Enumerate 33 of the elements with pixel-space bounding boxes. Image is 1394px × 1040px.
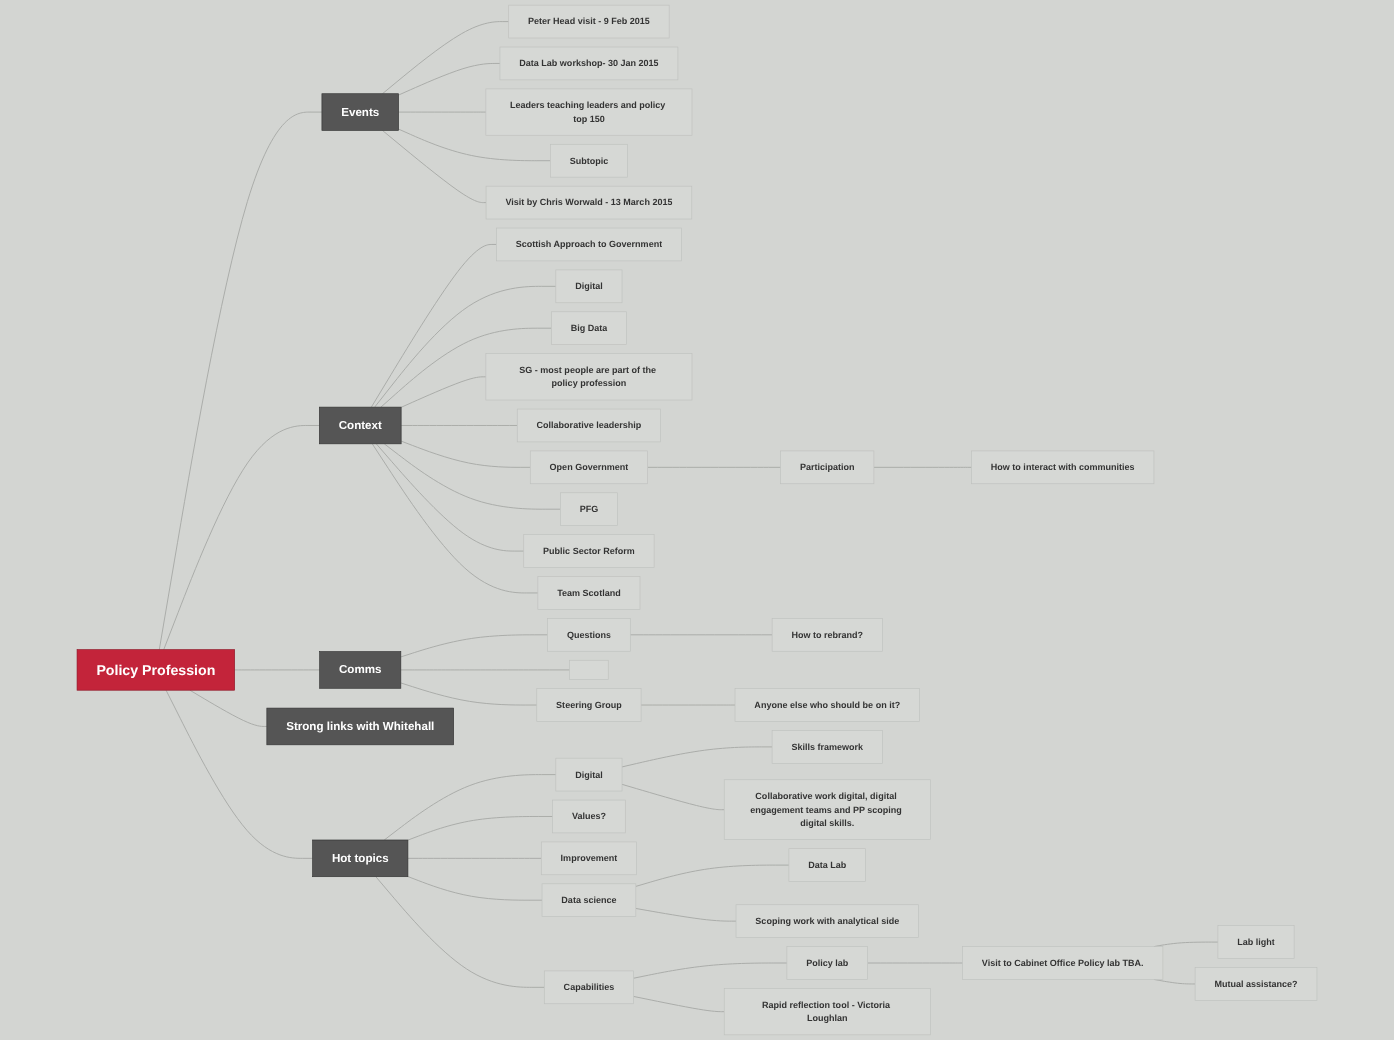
connector — [158, 111, 323, 651]
connector — [400, 376, 487, 408]
connector — [407, 876, 543, 901]
connector — [189, 689, 268, 727]
connector — [374, 285, 557, 408]
node-box — [569, 659, 609, 680]
connector — [400, 634, 549, 658]
connector — [633, 962, 788, 979]
connector — [398, 128, 551, 162]
connector — [383, 443, 561, 510]
connector — [371, 443, 539, 594]
connector — [370, 243, 497, 408]
connector — [873, 466, 972, 468]
connector — [621, 746, 773, 768]
connector — [633, 995, 725, 1013]
connector — [621, 783, 725, 811]
connector — [398, 62, 501, 96]
connector — [163, 425, 320, 651]
connector — [375, 876, 545, 988]
connector — [635, 907, 737, 922]
connector — [407, 816, 554, 841]
connector — [381, 129, 487, 204]
connector — [647, 466, 782, 468]
connector — [635, 864, 790, 887]
connector — [375, 443, 525, 552]
connector — [165, 689, 314, 859]
connector — [381, 21, 510, 95]
connector — [380, 327, 552, 408]
connector — [400, 682, 538, 706]
connector — [400, 425, 518, 426]
connector — [383, 774, 557, 841]
connector — [407, 857, 542, 859]
connector — [400, 440, 531, 468]
